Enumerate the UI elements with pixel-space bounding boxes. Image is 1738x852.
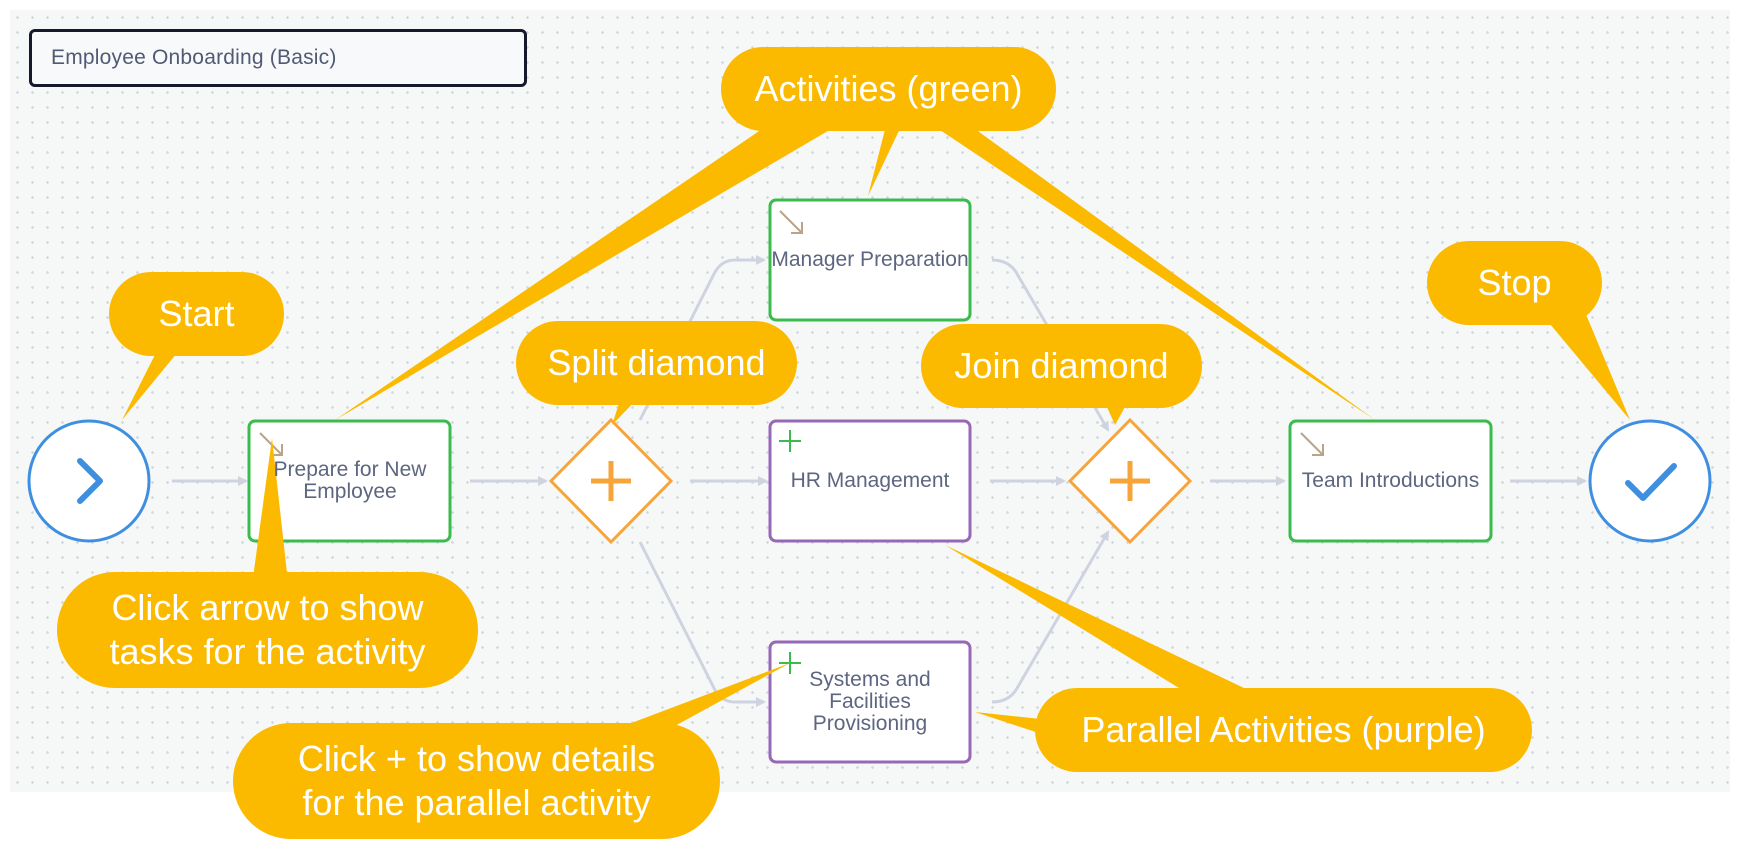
callout-activities <box>335 47 1375 420</box>
plus-icon[interactable] <box>779 430 801 452</box>
connector-systems-join <box>991 530 1110 704</box>
activity-label-hr: HR Management <box>790 469 950 492</box>
callout-parallel <box>945 545 1532 772</box>
activity-label-manager: Manager Preparation <box>771 248 969 271</box>
expand-arrow-icon[interactable] <box>779 210 803 234</box>
callout-split <box>516 321 797 425</box>
callout-parallel-text: Parallel Activities (purple) <box>1081 709 1486 750</box>
callout-split-text: Split diamond <box>547 342 766 383</box>
callout-stop-text: Stop <box>1477 262 1552 303</box>
process-title: Employee Onboarding (Basic) <box>51 46 337 69</box>
plus-icon <box>591 461 631 501</box>
connector-manager-join <box>991 258 1110 432</box>
connector-split-manager <box>638 255 766 421</box>
callout-start-text: Start <box>158 293 235 334</box>
callout-start <box>109 272 284 420</box>
checkmark-icon <box>1625 463 1677 501</box>
callout-activities-text: Activities (green) <box>754 68 1023 109</box>
callout-plus <box>233 663 790 839</box>
plus-icon <box>1110 461 1150 501</box>
activity-prepare-for-new-employee[interactable] <box>247 419 452 543</box>
callout-join-text: Join diamond <box>954 345 1169 386</box>
parallel-activity-systems-provisioning[interactable] <box>768 640 972 764</box>
split-gateway[interactable] <box>548 417 674 545</box>
callout-stop <box>1427 241 1630 420</box>
activity-team-introductions[interactable] <box>1288 419 1493 543</box>
chevron-right-icon <box>77 458 103 504</box>
callout-arrow-text: Click arrow to show tasks for the activi… <box>109 587 426 672</box>
expand-arrow-icon[interactable] <box>259 432 283 456</box>
activity-label-team: Team Introductions <box>1301 469 1480 492</box>
activity-manager-preparation[interactable] <box>768 198 972 322</box>
join-gateway[interactable] <box>1067 417 1193 545</box>
connector-split-systems <box>638 541 766 707</box>
callout-arrow <box>57 438 478 688</box>
callout-plus-text: Click + to show details for the parallel… <box>297 738 656 823</box>
callout-join <box>921 324 1202 425</box>
start-node[interactable] <box>27 419 151 543</box>
process-title-box[interactable]: Employee Onboarding (Basic) <box>29 29 527 87</box>
stop-node[interactable] <box>1588 419 1712 543</box>
activity-label-systems: Systems and Facilities Provisioning <box>809 668 931 735</box>
expand-arrow-icon[interactable] <box>1300 432 1324 456</box>
parallel-activity-hr-management[interactable] <box>768 419 972 543</box>
activity-label-prepare: Prepare for New Employee <box>273 458 427 503</box>
